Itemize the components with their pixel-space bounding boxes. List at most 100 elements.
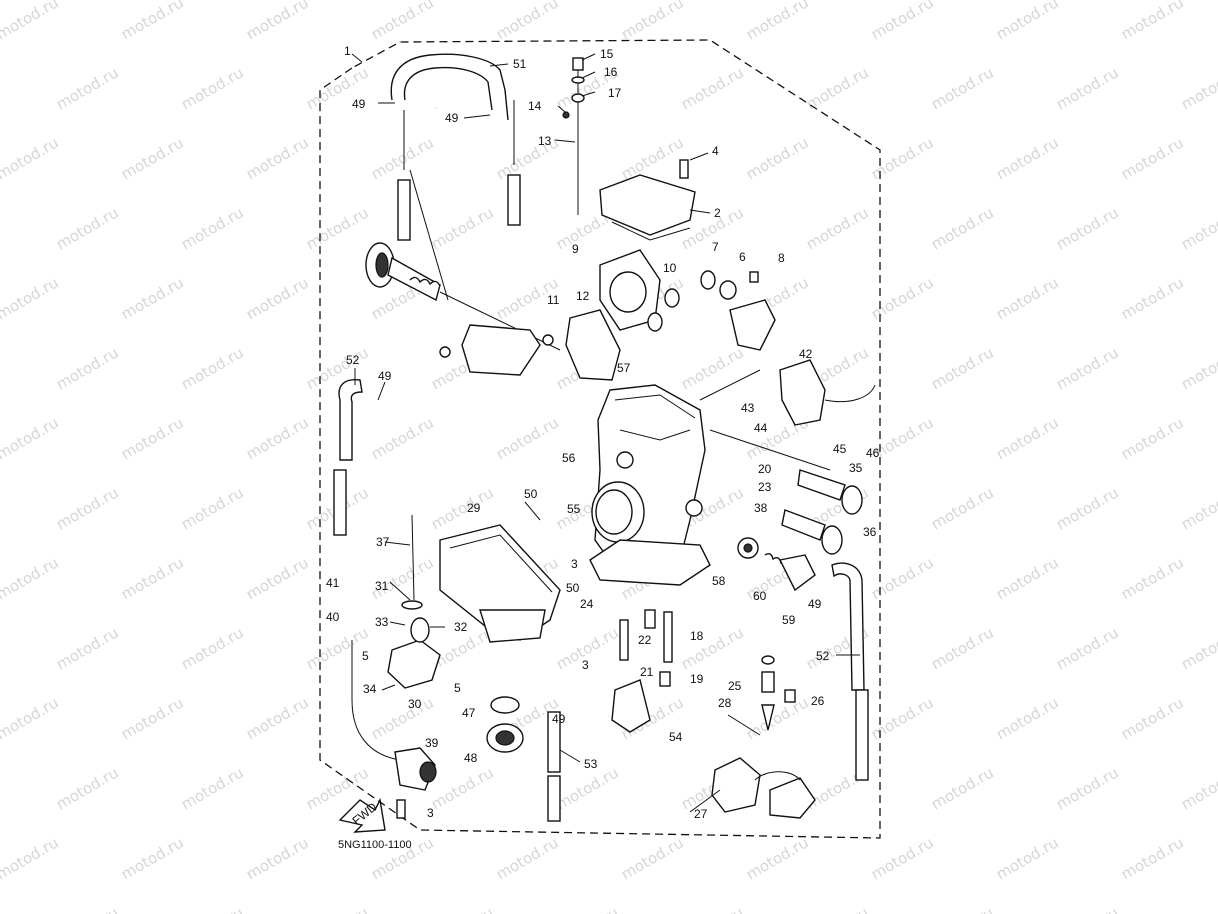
label-20: 20 bbox=[758, 462, 772, 476]
label-60: 60 bbox=[753, 589, 767, 603]
label-17: 17 bbox=[608, 86, 622, 100]
watermark-text: motod.ru bbox=[1178, 63, 1218, 113]
watermark-text: motod.ru bbox=[118, 833, 187, 883]
label-42: 42 bbox=[799, 347, 813, 361]
label-48: 48 bbox=[464, 751, 478, 765]
label-35: 35 bbox=[849, 461, 863, 475]
watermark-text: motod.ru bbox=[1118, 413, 1187, 463]
watermark-text: motod.ru bbox=[53, 763, 122, 813]
watermark-text: motod.ru bbox=[678, 903, 747, 914]
drain-plug-47-48 bbox=[486, 696, 524, 753]
part-number-labels: 1 2 3 3 3 4 5 5 6 7 8 9 10 11 12 13 14 1… bbox=[326, 44, 880, 821]
watermark-text: motod.ru bbox=[803, 63, 872, 113]
watermark-text: motod.ru bbox=[493, 0, 562, 43]
label-3a: 3 bbox=[571, 557, 578, 571]
label-23: 23 bbox=[758, 480, 772, 494]
label-45: 45 bbox=[833, 442, 847, 456]
label-44: 44 bbox=[754, 421, 768, 435]
parts-58-59-60 bbox=[737, 537, 816, 592]
vent-hose-51 bbox=[390, 53, 521, 241]
throttle-shaft-assembly bbox=[365, 169, 561, 351]
watermark-text: motod.ru bbox=[928, 623, 997, 673]
label-32: 32 bbox=[454, 620, 468, 634]
watermark-text: motod.ru bbox=[743, 833, 812, 883]
cap-54 bbox=[611, 679, 651, 733]
watermark-text: motod.ru bbox=[868, 553, 937, 603]
watermark-text: motod.ru bbox=[178, 203, 247, 253]
label-52a: 52 bbox=[346, 353, 360, 367]
label-28: 28 bbox=[718, 696, 732, 710]
watermark-text: motod.ru bbox=[1178, 903, 1218, 914]
label-11: 11 bbox=[547, 293, 560, 307]
watermark-text: motod.ru bbox=[678, 343, 747, 393]
label-13: 13 bbox=[538, 134, 552, 148]
carburetor-body bbox=[589, 384, 711, 586]
watermark-text: motod.ru bbox=[428, 203, 497, 253]
watermark-text: motod.ru bbox=[928, 203, 997, 253]
label-47: 47 bbox=[462, 706, 476, 720]
label-7: 7 bbox=[712, 240, 719, 254]
label-31: 31 bbox=[375, 579, 389, 593]
label-58: 58 bbox=[712, 574, 726, 588]
diagram-code: 5NG1100-1100 bbox=[338, 839, 412, 851]
watermark-text: motod.ru bbox=[178, 63, 247, 113]
watermark-text: motod.ru bbox=[1053, 763, 1122, 813]
watermark-text: motod.ru bbox=[243, 0, 312, 43]
watermark-text: motod.ru bbox=[993, 133, 1062, 183]
label-50a: 50 bbox=[524, 487, 538, 501]
label-37: 37 bbox=[376, 535, 390, 549]
label-21: 21 bbox=[640, 665, 654, 679]
label-46: 46 bbox=[866, 446, 880, 460]
watermark-text: motod.ru bbox=[0, 133, 62, 183]
washers-and-lever bbox=[700, 270, 776, 351]
watermark-text: motod.ru bbox=[928, 763, 997, 813]
watermark-text: motod.ru bbox=[178, 763, 247, 813]
label-18: 18 bbox=[690, 629, 704, 643]
watermark-text: motod.ru bbox=[118, 273, 187, 323]
watermark-text: motod.ru bbox=[1118, 553, 1187, 603]
watermark-text: motod.ru bbox=[1118, 133, 1187, 183]
watermark-text: motod.ru bbox=[928, 63, 997, 113]
watermark-text: motod.ru bbox=[1178, 483, 1218, 533]
label-40: 40 bbox=[326, 610, 340, 624]
watermark-text: motod.ru bbox=[993, 693, 1062, 743]
label-41: 41 bbox=[326, 576, 340, 590]
watermark-text: motod.ru bbox=[0, 553, 62, 603]
watermark-text: motod.ru bbox=[868, 693, 937, 743]
watermark-text: motod.ru bbox=[1118, 833, 1187, 883]
label-24: 24 bbox=[580, 597, 594, 611]
label-6: 6 bbox=[739, 250, 746, 264]
label-27: 27 bbox=[694, 807, 708, 821]
watermark-text: motod.ru bbox=[53, 203, 122, 253]
label-15: 15 bbox=[600, 47, 614, 61]
boot-27 bbox=[711, 757, 816, 819]
watermark-text: motod.ru bbox=[493, 833, 562, 883]
label-19: 19 bbox=[690, 672, 704, 686]
watermark-text: motod.ru bbox=[1118, 693, 1187, 743]
watermark-text: motod.ru bbox=[178, 343, 247, 393]
label-26: 26 bbox=[811, 694, 825, 708]
label-30: 30 bbox=[408, 697, 422, 711]
watermark-text: motod.ru bbox=[178, 903, 247, 914]
watermark-text: motod.ru bbox=[0, 833, 62, 883]
float-bowl-29 bbox=[439, 524, 561, 643]
label-36: 36 bbox=[863, 525, 877, 539]
watermark-text: motod.ru bbox=[743, 693, 812, 743]
leader-lines bbox=[351, 53, 860, 813]
float-30 bbox=[387, 514, 441, 689]
label-51: 51 bbox=[513, 57, 527, 71]
label-5b: 5 bbox=[454, 681, 461, 695]
jet-needle-13 bbox=[562, 57, 585, 215]
label-50b: 50 bbox=[566, 581, 580, 595]
watermark-text: motod.ru bbox=[118, 413, 187, 463]
label-43: 43 bbox=[741, 401, 755, 415]
watermark-text: motod.ru bbox=[53, 623, 122, 673]
label-10: 10 bbox=[663, 261, 677, 275]
label-49c: 49 bbox=[378, 369, 392, 383]
watermark-text: motod.ru bbox=[1178, 343, 1218, 393]
watermark-text: motod.ru bbox=[243, 273, 312, 323]
label-3b: 3 bbox=[582, 658, 589, 672]
watermark-text: motod.ru bbox=[53, 903, 122, 914]
label-4: 4 bbox=[712, 144, 719, 158]
